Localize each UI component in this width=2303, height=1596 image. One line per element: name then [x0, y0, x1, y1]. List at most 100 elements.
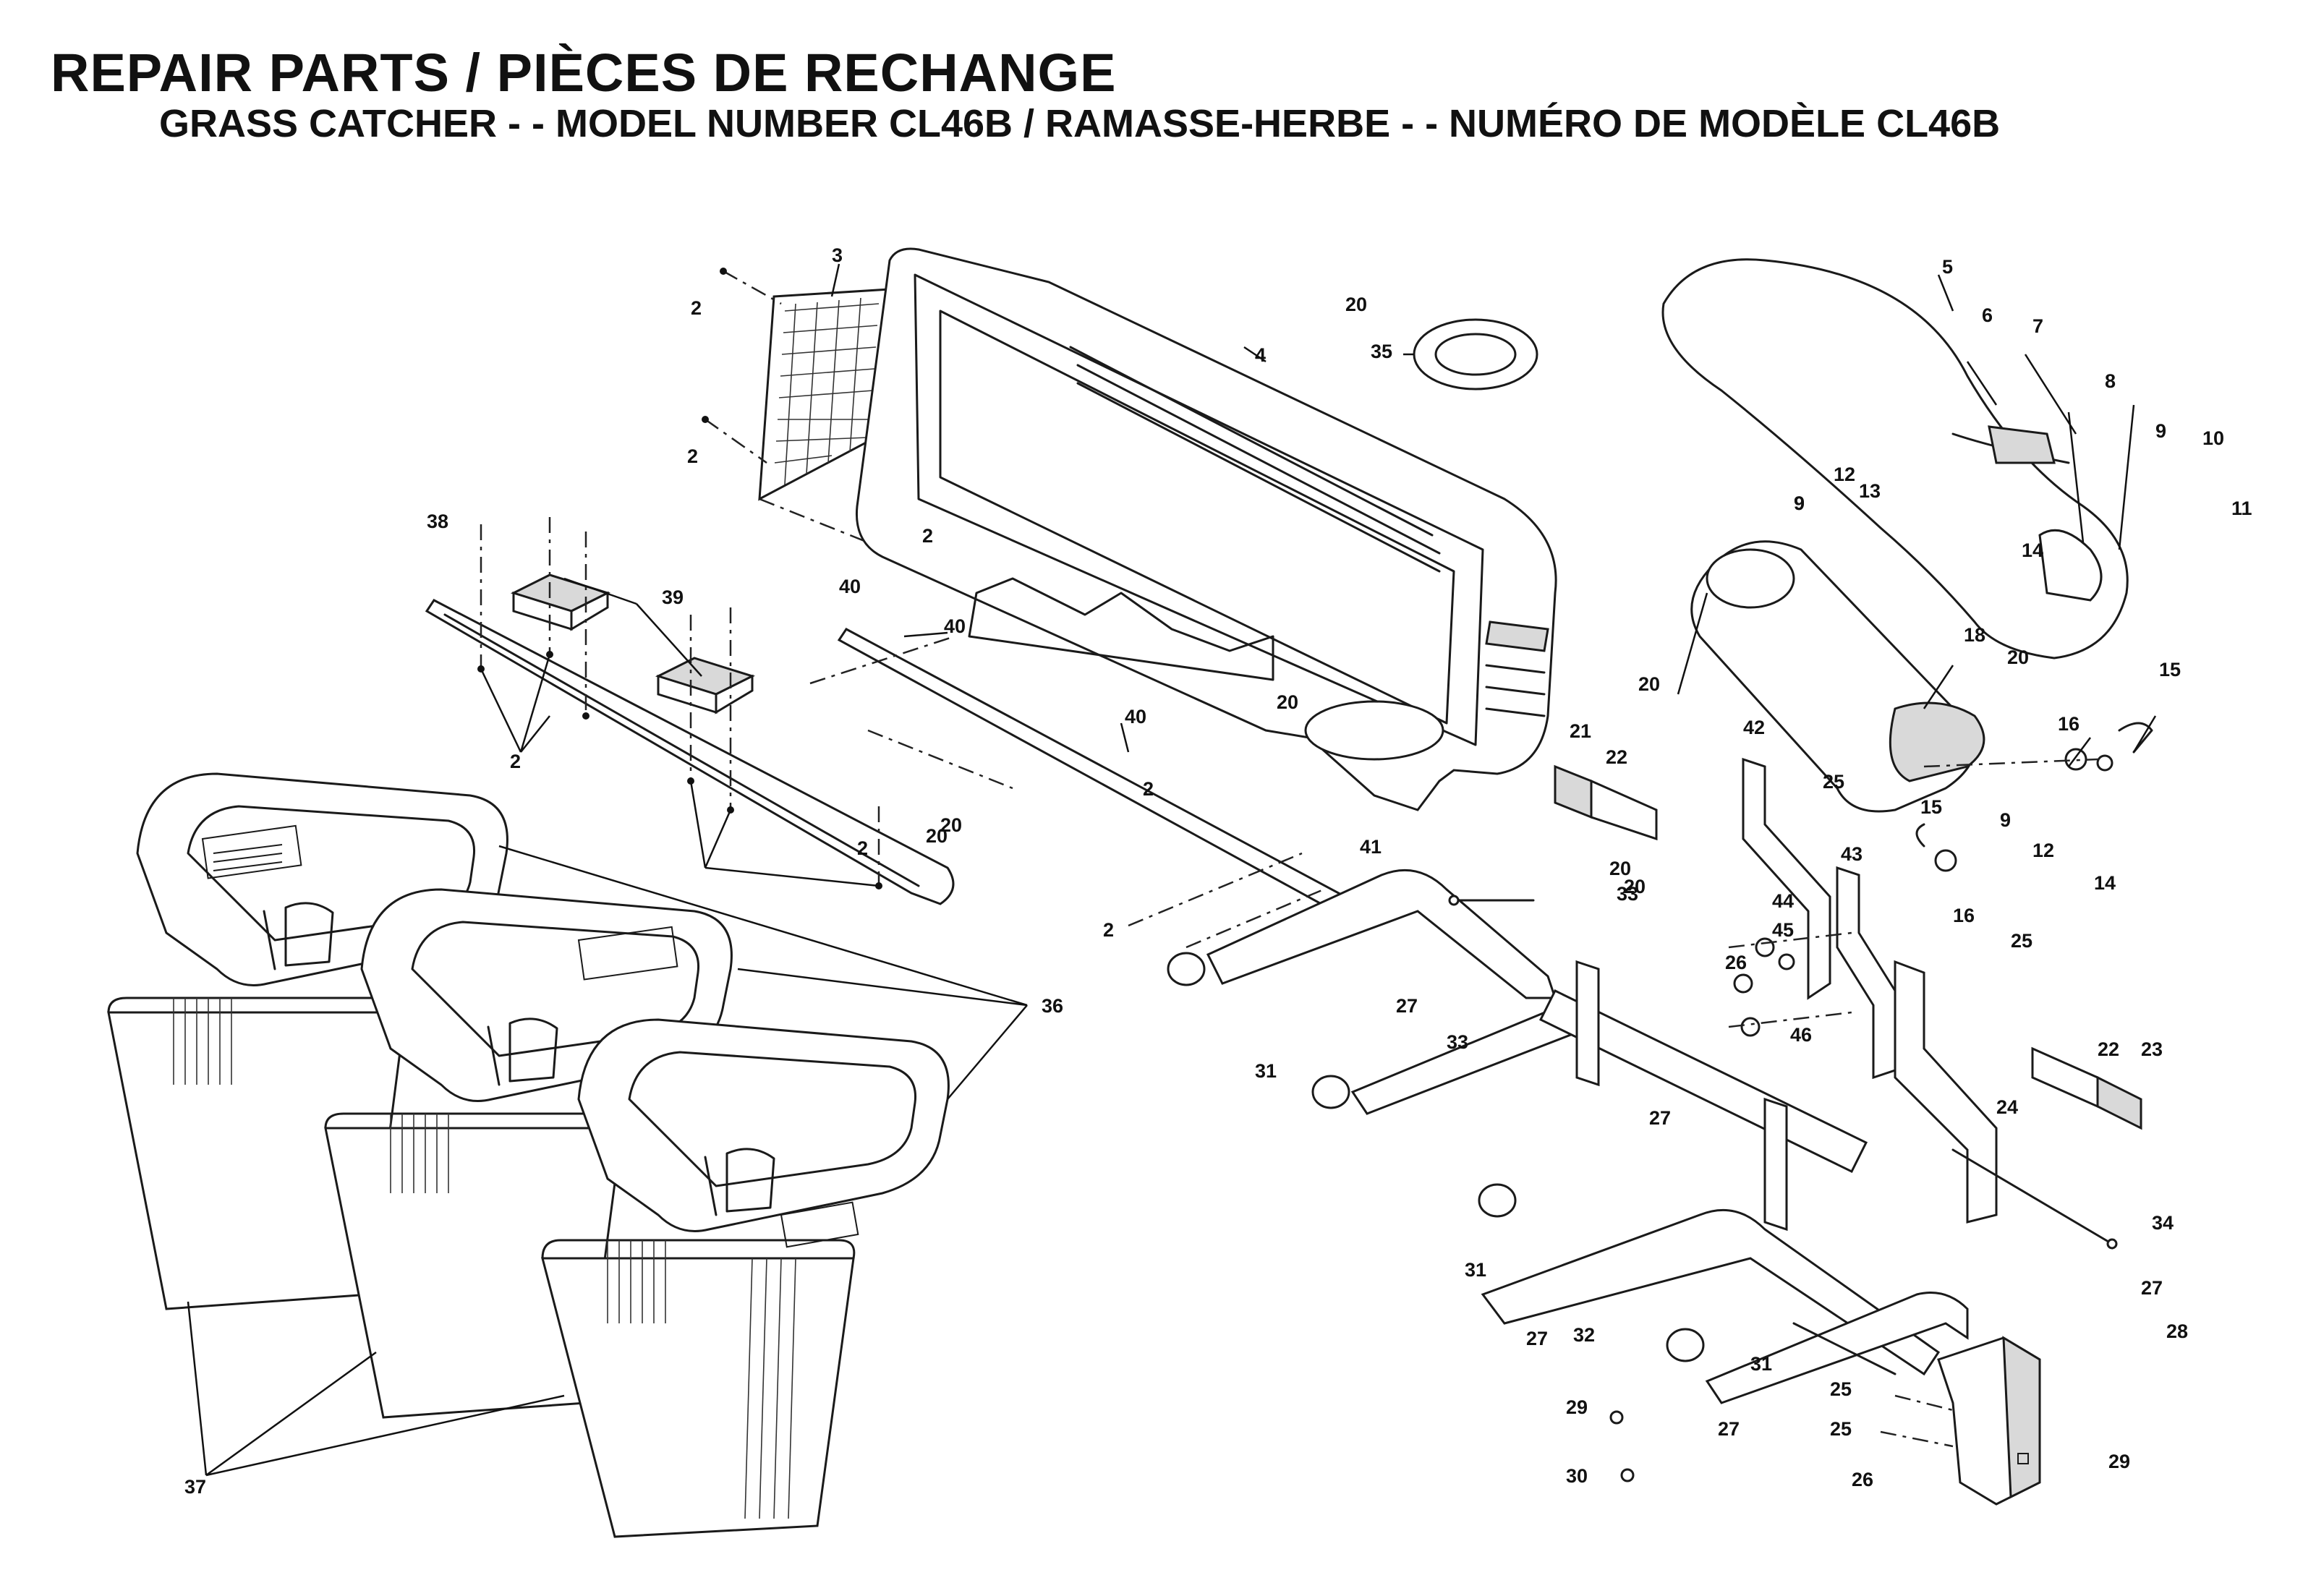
callout-label-10: 10	[2202, 427, 2224, 449]
chute	[1661, 258, 2135, 660]
callout-label-23: 23	[2141, 1038, 2163, 1060]
callout-label-26: 26	[1852, 1469, 1873, 1490]
hitch-plate	[1792, 1322, 2041, 1506]
callout-label-46: 46	[1790, 1024, 1812, 1046]
callout-label-40: 40	[944, 615, 966, 637]
page-subtitle: GRASS CATCHER - - MODEL NUMBER CL46B / R…	[159, 102, 2001, 145]
callout-label-39: 39	[662, 586, 684, 608]
callout-label-6: 6	[1982, 304, 1993, 326]
callout-label-26: 26	[1725, 952, 1747, 973]
callout-label-2: 2	[922, 525, 933, 547]
callout-label-43: 43	[1841, 843, 1863, 865]
callout-label-16: 16	[1953, 905, 1975, 926]
callout-label-5: 5	[1942, 256, 1953, 278]
callout-label-40: 40	[1125, 706, 1146, 727]
callout-label-27: 27	[1526, 1328, 1548, 1349]
callout-label-9: 9	[2155, 420, 2166, 442]
callout-label-32: 32	[1573, 1324, 1595, 1346]
rail-fastener-lines	[477, 517, 882, 889]
callout-label-2: 2	[687, 445, 698, 467]
callout-label-2: 2	[1143, 778, 1154, 800]
callout-label-36: 36	[1042, 995, 1063, 1017]
callout-label-22: 22	[1606, 746, 1627, 768]
callout-label-40: 40	[839, 576, 861, 597]
callout-label-13: 13	[1859, 480, 1881, 502]
callout-label-33: 33	[1447, 1031, 1468, 1053]
callout-label-2: 2	[1103, 919, 1114, 941]
link-42	[1836, 866, 1897, 1080]
callout-label-18: 18	[1964, 624, 1985, 646]
callout-label-20: 20	[1609, 858, 1631, 879]
callout-label-35: 35	[1371, 341, 1392, 362]
callout-label-7: 7	[2032, 315, 2043, 337]
callout-label-27: 27	[2141, 1277, 2163, 1299]
callout-label-3: 3	[832, 244, 843, 266]
callout-label-25: 25	[1830, 1418, 1852, 1440]
frame-uprights	[1575, 960, 1788, 1232]
callout-label-45: 45	[1772, 919, 1794, 941]
callout-label-38: 38	[427, 511, 448, 532]
pivot-hardware-right	[1915, 715, 2157, 872]
grass-bag-front	[541, 1239, 856, 1538]
chute-adapter	[1677, 540, 1985, 813]
callout-label-20: 20	[940, 814, 962, 836]
callout-label-27: 27	[1649, 1107, 1671, 1129]
callout-label-20: 20	[926, 825, 948, 847]
callout-label-24: 24	[1996, 1096, 2018, 1118]
screen	[702, 263, 1013, 602]
link-24	[1894, 960, 1998, 1224]
callout-label-20: 20	[2007, 646, 2029, 668]
callout-label-25: 25	[2011, 930, 2032, 952]
callout-label-27: 27	[1718, 1418, 1740, 1440]
callout-label-31: 31	[1255, 1060, 1277, 1082]
callout-label-9: 9	[2000, 809, 2011, 831]
callout-label-2: 2	[857, 837, 868, 859]
callout-label-8: 8	[2105, 370, 2116, 392]
page-title: REPAIR PARTS / PIÈCES DE RECHANGE	[51, 43, 1117, 103]
callout-label-33: 33	[1617, 883, 1638, 905]
wheel-caps	[1167, 952, 1705, 1362]
callout-label-22: 22	[2098, 1038, 2119, 1060]
callout-label-12: 12	[2032, 840, 2054, 861]
callout-label-9: 9	[1794, 492, 1805, 514]
small-hardware	[1609, 931, 1852, 1482]
callout-label-34: 34	[2152, 1212, 2174, 1234]
callout-label-2: 2	[510, 751, 521, 772]
grass-bag-rear	[107, 997, 407, 1310]
disk	[1403, 318, 1538, 391]
grass-bag-middle	[324, 1112, 624, 1419]
callout-label-15: 15	[1920, 796, 1942, 818]
callout-label-20: 20	[1345, 294, 1367, 315]
bag-leaders	[187, 845, 1028, 1477]
callout-label-16: 16	[2058, 713, 2079, 735]
hood	[855, 247, 1557, 811]
callout-label-41: 41	[1360, 836, 1382, 858]
bracket-right	[655, 657, 755, 714]
bag-top-front	[577, 1018, 950, 1248]
callout-label-31: 31	[1750, 1353, 1772, 1375]
callout-label-44: 44	[1772, 890, 1794, 912]
callout-label-14: 14	[2022, 539, 2043, 561]
spring-assembly	[1554, 764, 2142, 1130]
callout-label-9: 9	[1794, 492, 1805, 514]
callout-label-28: 28	[2166, 1320, 2188, 1342]
callout-label-25: 25	[1823, 771, 1844, 793]
callout-label-14: 14	[2094, 872, 2116, 894]
callout-label-20: 20	[1277, 691, 1298, 713]
callout-label-31: 31	[1465, 1259, 1486, 1281]
callout-label-20: 20	[1624, 876, 1646, 897]
pin-33	[1448, 895, 2118, 1250]
callout-label-30: 30	[1566, 1465, 1588, 1487]
callout-label-4: 4	[1255, 344, 1266, 366]
callout-label-29: 29	[2108, 1451, 2130, 1472]
callout-label-11: 11	[2231, 498, 2252, 519]
callout-label-20: 20	[1638, 673, 1660, 695]
callout-label-12: 12	[1834, 464, 1855, 485]
callout-label-15: 15	[2159, 659, 2181, 680]
callout-label-42: 42	[1743, 717, 1765, 738]
callout-label-27: 27	[1396, 995, 1418, 1017]
callout-label-25: 25	[1830, 1378, 1852, 1400]
